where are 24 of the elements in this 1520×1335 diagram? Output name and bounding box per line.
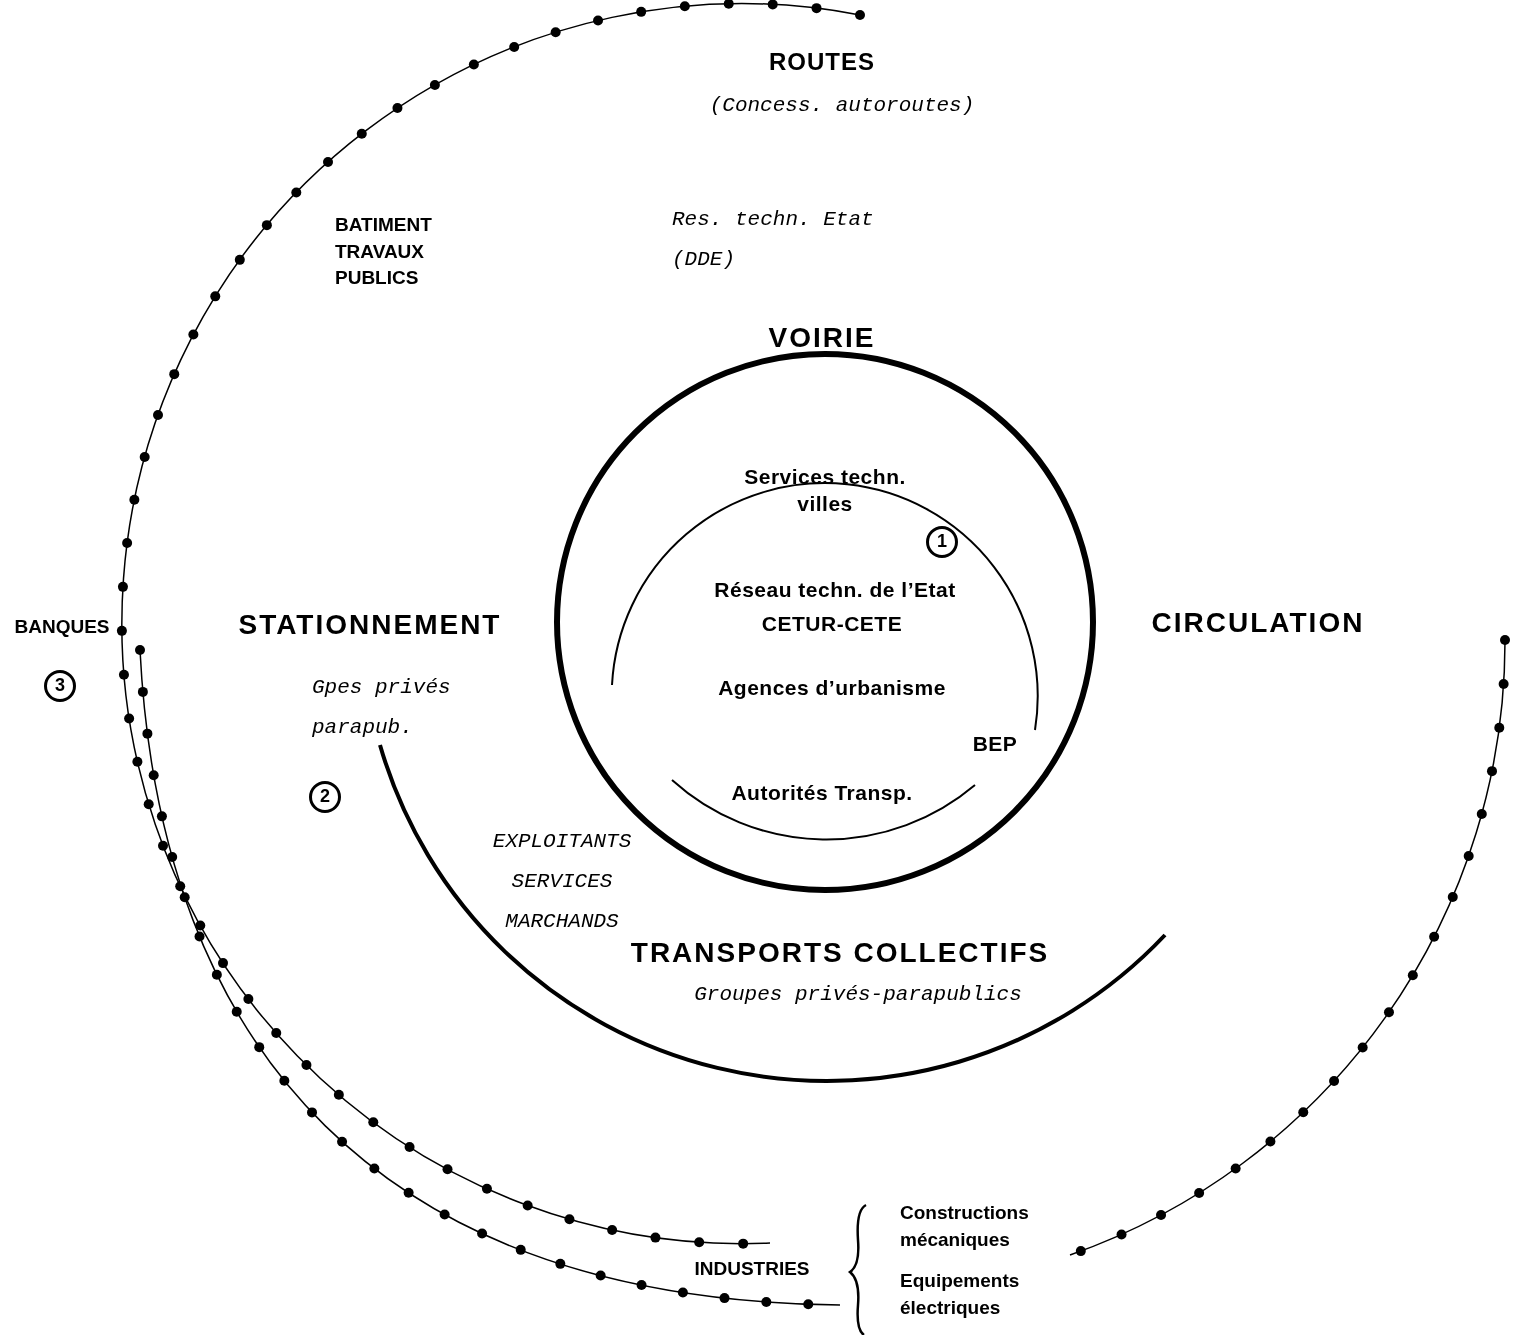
organization-label: Autorités Transp. [731,780,913,807]
organization-label: Réseau techn. de l’Etat [714,577,956,604]
organization-label: Gpes privés parapub. [312,675,452,741]
sector-label: INDUSTRIES [694,1256,810,1281]
category-title: TRANSPORTS COLLECTIFS [630,935,1050,970]
organization-label: EXPLOITANTS SERVICES MARCHANDS [491,829,633,935]
sector-label: BATIMENT TRAVAUX PUBLICS [335,213,433,291]
organization-label: Res. techn. Etat (DDE) [672,207,875,273]
organization-label: Agences d’urbanisme [718,675,946,702]
sector-label: BANQUES [14,614,110,639]
category-title: CIRCULATION [1151,605,1365,640]
category-title: ROUTES [769,47,875,78]
callout-number: 3 [44,670,76,702]
note-label: (Concess. autoroutes) [709,93,975,120]
category-title: STATIONNEMENT [238,607,502,642]
sector-label: Constructions mécaniques [900,1201,1030,1252]
organization-label: CETUR-CETE [761,611,903,638]
note-label: Groupes privés-parapublics [694,982,1022,1009]
callout-number: 2 [309,781,341,813]
organization-label: BEP [972,731,1018,758]
callout-number: 1 [926,526,958,558]
sector-label: Equipements électriques [900,1269,1021,1320]
category-title: VOIRIE [768,320,876,355]
organization-label: Services techn. villes [743,463,907,517]
